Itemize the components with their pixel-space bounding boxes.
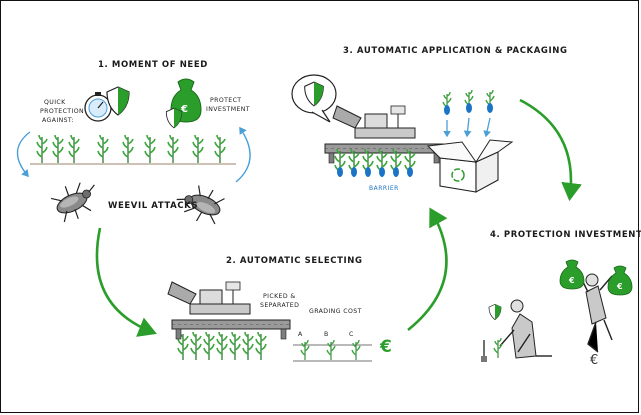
picked-label-1: PICKED & xyxy=(263,293,296,300)
money-bag-icon: € xyxy=(559,259,585,290)
blue-arrow-left xyxy=(16,131,31,178)
stopwatch-icon xyxy=(84,92,112,122)
picked-label-2: SEPARATED xyxy=(260,302,299,309)
speech-bubble-icon xyxy=(291,74,337,123)
euro-icon: € xyxy=(180,104,188,115)
grading-label: GRADING COST xyxy=(309,308,362,315)
arrow-step2-to-step3 xyxy=(407,207,448,332)
recycle-box-icon xyxy=(426,139,514,193)
arrow-step1-to-step2 xyxy=(95,227,157,337)
weevil-label: WEEVIL ATTACKS xyxy=(108,201,198,211)
conveyor-belt xyxy=(324,143,444,164)
conveyor-belt xyxy=(171,319,291,340)
euro-icon: € xyxy=(568,276,575,285)
grade-b: B xyxy=(324,331,329,338)
euro-icon: € xyxy=(590,353,598,368)
grade-c: C xyxy=(349,331,354,338)
step4-title: 4. PROTECTION INVESTMENT xyxy=(490,230,641,240)
conveyor-machine-icon xyxy=(167,281,251,315)
plant-row-3 xyxy=(334,148,416,178)
barrier-label: BARRIER xyxy=(369,185,399,192)
conveyor-machine-icon xyxy=(332,105,416,139)
protect-label-2: INVESTMENT xyxy=(206,106,250,113)
weevil-icon xyxy=(48,174,106,227)
grading-chart: A B C xyxy=(293,331,372,362)
farmer-jumping xyxy=(577,271,613,353)
step1-title: 1. MOMENT OF NEED xyxy=(98,60,208,70)
quick-label-2: PROTECTION xyxy=(40,108,84,115)
farmer-kneeling xyxy=(481,299,552,362)
step2-title: 2. AUTOMATIC SELECTING xyxy=(226,256,363,266)
grade-a: A xyxy=(298,331,303,338)
step3-title: 3. AUTOMATIC APPLICATION & PACKAGING xyxy=(343,46,568,56)
blue-arrow-right xyxy=(235,126,251,183)
money-bag-icon: € xyxy=(607,265,633,296)
euro-icon: € xyxy=(379,337,392,357)
packaged-plants xyxy=(442,89,495,138)
shield-icon xyxy=(165,107,183,129)
quick-label-3: AGAINST: xyxy=(42,117,74,124)
quick-label-1: QUICK xyxy=(44,99,66,106)
euro-icon: € xyxy=(616,282,623,291)
arrow-step3-to-step4 xyxy=(519,98,582,202)
plant-row-2 xyxy=(177,331,267,361)
plant-row-1 xyxy=(30,134,236,165)
shield-icon xyxy=(488,303,502,321)
protect-label-1: PROTECT xyxy=(210,97,242,104)
